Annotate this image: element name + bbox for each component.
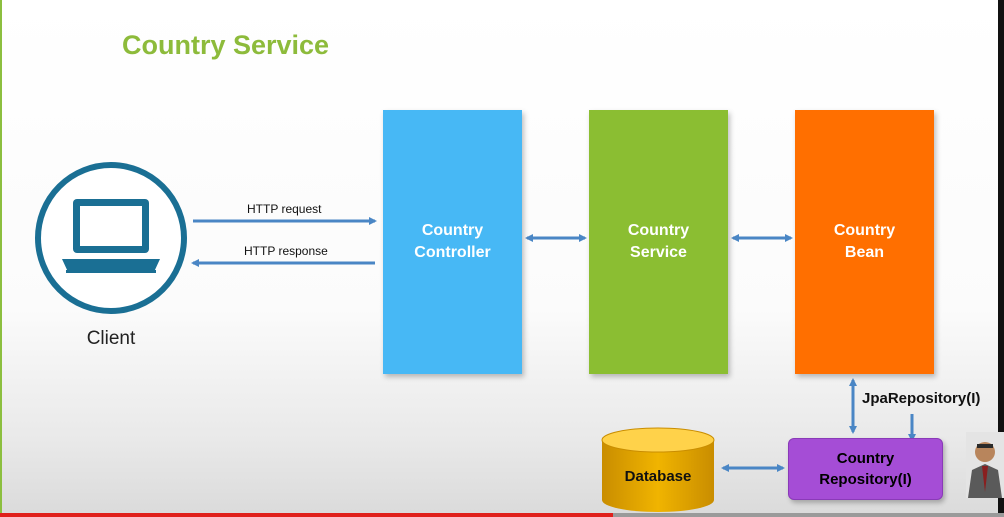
http-response-label: HTTP response <box>244 244 328 258</box>
database-label: Database <box>624 468 692 485</box>
video-progress-played[interactable] <box>0 513 613 517</box>
country-bean-label: Country Bean <box>833 222 896 261</box>
video-progress-remaining[interactable] <box>613 513 1004 517</box>
country-service-label: Country Service <box>627 222 690 261</box>
window-edge <box>998 0 1004 517</box>
database-icon <box>601 427 715 512</box>
client-label: Client <box>86 328 136 349</box>
laptop-icon <box>35 162 187 314</box>
page-title: Country Service <box>122 30 330 60</box>
presenter-thumbnail <box>966 432 1004 498</box>
country-service-box: Country Service <box>589 110 728 374</box>
country-repository-label: Country Repository(I) <box>819 450 912 488</box>
country-controller-box: Country Controller <box>383 110 522 374</box>
http-request-label: HTTP request <box>247 202 322 216</box>
jpa-repository-label: JpaRepository(I) <box>862 390 981 407</box>
country-repository-box: Country Repository(I) <box>788 438 943 500</box>
left-accent-rule <box>0 0 2 517</box>
country-controller-label: Country Controller <box>414 222 491 261</box>
country-bean-box: Country Bean <box>795 110 934 374</box>
